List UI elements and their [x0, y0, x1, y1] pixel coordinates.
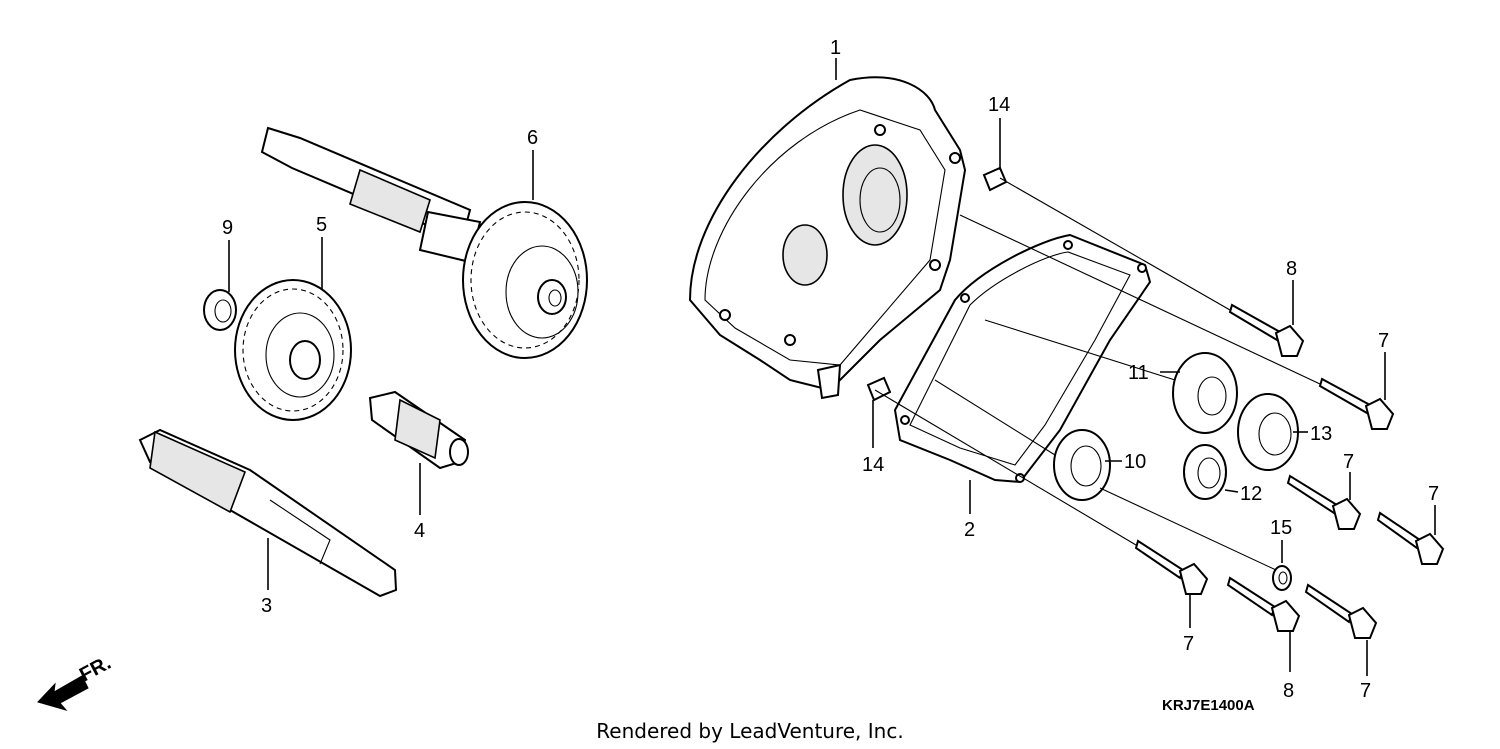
part-7-bolt-a[interactable]	[1318, 377, 1395, 430]
callout-7b[interactable]: 7	[1343, 451, 1354, 473]
callout-5[interactable]: 5	[316, 214, 327, 236]
part-10-bearing[interactable]	[1053, 429, 1111, 501]
leader-12	[1224, 489, 1239, 493]
callout-15[interactable]: 15	[1270, 517, 1292, 539]
reference-code: KRJ7E1400A	[1162, 697, 1255, 714]
part-8-bolt-top[interactable]	[1228, 303, 1305, 357]
callout-14a[interactable]: 14	[988, 94, 1010, 116]
part-5-gear[interactable]	[234, 279, 352, 421]
part-1-case-cover[interactable]	[688, 76, 967, 400]
part-7-bolt-d[interactable]	[1134, 539, 1209, 595]
callout-7e[interactable]: 7	[1360, 680, 1371, 702]
part-15-washer[interactable]	[1272, 565, 1292, 591]
callout-7c[interactable]: 7	[1428, 483, 1439, 505]
part-11-bearing[interactable]	[1172, 352, 1238, 434]
part-14-dowel-bottom[interactable]	[866, 376, 892, 402]
part-7-bolt-e[interactable]	[1304, 583, 1378, 639]
part-7-bolt-c[interactable]	[1376, 511, 1445, 565]
part-9-washer[interactable]	[203, 289, 237, 331]
part-12-needle-bearing[interactable]	[1183, 444, 1227, 500]
alignment-lines	[874, 177, 1321, 571]
callout-7a[interactable]: 7	[1378, 330, 1389, 352]
callout-10[interactable]: 10	[1124, 451, 1146, 473]
part-4-pinion[interactable]	[368, 390, 469, 470]
callout-2[interactable]: 2	[964, 519, 975, 541]
callout-12[interactable]: 12	[1240, 483, 1262, 505]
callout-9[interactable]: 9	[222, 217, 233, 239]
callout-13[interactable]: 13	[1310, 423, 1332, 445]
part-2-gasket[interactable]	[893, 233, 1152, 484]
part-13-oil-seal[interactable]	[1237, 393, 1299, 471]
credit-line: Rendered by LeadVenture, Inc.	[596, 719, 903, 743]
part-8-bolt-bottom[interactable]	[1226, 576, 1301, 632]
callout-7d[interactable]: 7	[1183, 633, 1194, 655]
direction-arrow-fr: FR.	[37, 652, 115, 711]
callout-6[interactable]: 6	[527, 127, 538, 149]
part-3-final-shaft[interactable]	[138, 428, 398, 598]
callout-3[interactable]: 3	[261, 595, 272, 617]
callout-8a[interactable]: 8	[1286, 258, 1297, 280]
callout-1[interactable]: 1	[830, 37, 841, 59]
part-7-bolt-b[interactable]	[1286, 474, 1362, 530]
callout-11[interactable]: 11	[1128, 362, 1149, 384]
callout-4[interactable]: 4	[414, 520, 425, 542]
callout-14b[interactable]: 14	[862, 454, 884, 476]
callout-8b[interactable]: 8	[1283, 680, 1294, 702]
part-6-main-shaft-gear[interactable]	[260, 126, 588, 359]
